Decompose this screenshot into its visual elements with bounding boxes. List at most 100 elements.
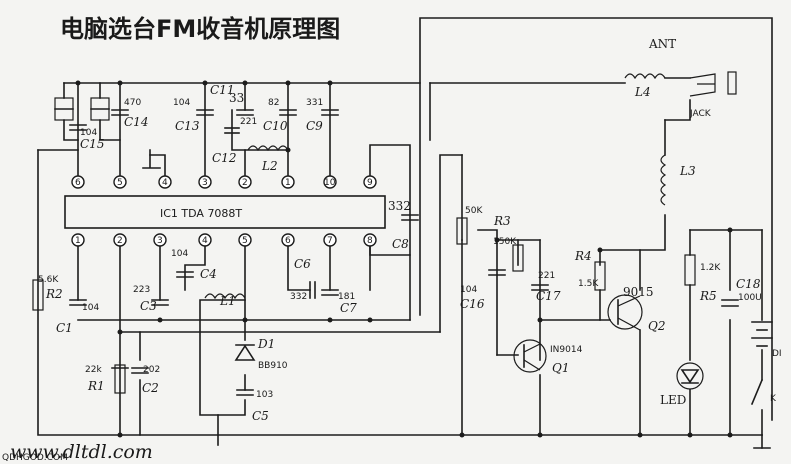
svg-text:C3: C3 [140, 299, 157, 313]
svg-text:181: 181 [338, 292, 355, 302]
svg-text:LED: LED [660, 393, 686, 407]
svg-text:R2: R2 [45, 287, 63, 301]
svg-text:C11: C11 [210, 83, 234, 97]
svg-text:104: 104 [173, 98, 190, 108]
svg-text:104: 104 [80, 128, 97, 138]
svg-text:C18: C18 [736, 277, 761, 291]
svg-text:4: 4 [202, 236, 208, 246]
svg-text:9015: 9015 [623, 285, 654, 299]
svg-text:DI: DI [772, 349, 782, 359]
svg-text:5: 5 [242, 236, 248, 246]
power-switch [750, 378, 764, 406]
led [676, 362, 704, 390]
svg-text:D1: D1 [257, 337, 275, 351]
svg-text:L4: L4 [634, 85, 651, 99]
svg-text:2: 2 [117, 236, 123, 246]
svg-text:6: 6 [285, 236, 291, 246]
svg-text:C16: C16 [460, 297, 485, 311]
svg-text:332: 332 [388, 199, 411, 213]
svg-text:3: 3 [202, 178, 208, 188]
svg-text:4: 4 [162, 178, 168, 188]
capacitors-top [69, 109, 339, 134]
svg-text:221: 221 [538, 271, 555, 281]
svg-text:C4: C4 [200, 267, 217, 281]
svg-text:QDHGOD.COM: QDHGOD.COM [2, 453, 68, 463]
svg-text:104: 104 [171, 249, 188, 259]
svg-text:33: 33 [229, 91, 244, 105]
svg-text:9: 9 [367, 178, 373, 188]
svg-text:C7: C7 [340, 301, 357, 315]
ic-label: IC1 TDA 7088T [160, 207, 242, 220]
svg-text:C17: C17 [536, 289, 561, 303]
svg-text:C8: C8 [392, 237, 409, 251]
tuning-switches [54, 97, 110, 121]
svg-text:ANT: ANT [648, 37, 676, 51]
svg-text:C13: C13 [175, 119, 200, 133]
svg-text:R3: R3 [493, 214, 511, 228]
svg-text:82: 82 [268, 98, 279, 108]
svg-text:K: K [770, 394, 777, 404]
svg-text:22k: 22k [85, 365, 102, 375]
svg-text:C14: C14 [124, 115, 148, 129]
svg-text:R4: R4 [574, 249, 592, 263]
coil-l4 [624, 73, 666, 80]
svg-text:223: 223 [133, 285, 150, 295]
svg-text:C1: C1 [56, 321, 73, 335]
svg-text:1.2K: 1.2K [700, 263, 721, 273]
capacitors-bottom [69, 269, 739, 396]
svg-text:R1: R1 [87, 379, 105, 393]
svg-text:L1: L1 [219, 294, 236, 308]
component-labels: ANT L4 JACK L3 104 C15 470 C14 104 C13 C… [2, 37, 782, 463]
svg-text:IN9014: IN9014 [550, 345, 583, 355]
capacitor-c8 [401, 214, 419, 221]
svg-text:6: 6 [75, 178, 81, 188]
svg-text:C2: C2 [142, 381, 159, 395]
transistor-q1 [513, 339, 547, 373]
svg-text:BB910: BB910 [258, 361, 288, 371]
svg-text:R5: R5 [699, 289, 717, 303]
svg-text:221: 221 [240, 117, 257, 127]
svg-text:C10: C10 [263, 119, 288, 133]
battery [751, 321, 773, 347]
svg-text:1: 1 [285, 178, 291, 188]
varactor-d1 [234, 344, 256, 361]
svg-text:www.dltdl.com: www.dltdl.com [10, 441, 153, 463]
svg-text:150K: 150K [493, 237, 517, 247]
coil-l3 [660, 154, 667, 206]
svg-text:1.5K: 1.5K [578, 279, 599, 289]
svg-text:C6: C6 [294, 257, 311, 271]
svg-text:104: 104 [460, 285, 477, 295]
svg-text:50K: 50K [465, 206, 483, 216]
svg-text:5: 5 [117, 178, 123, 188]
ic-pins [71, 175, 377, 247]
coil-l1 [204, 293, 246, 300]
svg-text:L2: L2 [261, 159, 278, 173]
svg-text:C12: C12 [212, 151, 236, 165]
junction-dots [75, 80, 733, 438]
ic-body [64, 195, 386, 229]
svg-text:103: 103 [256, 390, 273, 400]
svg-text:100U: 100U [738, 293, 762, 303]
headphone-jack [689, 71, 737, 97]
svg-text:3: 3 [157, 236, 163, 246]
svg-text:Q2: Q2 [648, 319, 665, 333]
svg-text:JACK: JACK [689, 109, 712, 119]
svg-text:8: 8 [367, 236, 373, 246]
svg-text:331: 331 [306, 98, 323, 108]
coil-l2 [247, 145, 289, 152]
svg-text:10: 10 [324, 178, 336, 188]
ground-symbol [142, 149, 161, 169]
svg-text:332: 332 [290, 292, 307, 302]
svg-text:104: 104 [82, 303, 99, 313]
svg-text:2: 2 [242, 178, 248, 188]
transistor-q2 [607, 294, 643, 331]
svg-text:L3: L3 [679, 164, 696, 178]
diagram-title: 电脑选台FM收音机原理图 [60, 15, 340, 43]
ic-pin-numbers: 6 5 4 3 2 1 10 9 1 2 3 4 5 6 7 8 [75, 178, 373, 246]
svg-text:470: 470 [124, 98, 141, 108]
svg-text:C9: C9 [306, 119, 323, 133]
svg-text:C15: C15 [80, 137, 104, 151]
svg-text:7: 7 [327, 236, 333, 246]
svg-text:5.6K: 5.6K [38, 275, 59, 285]
